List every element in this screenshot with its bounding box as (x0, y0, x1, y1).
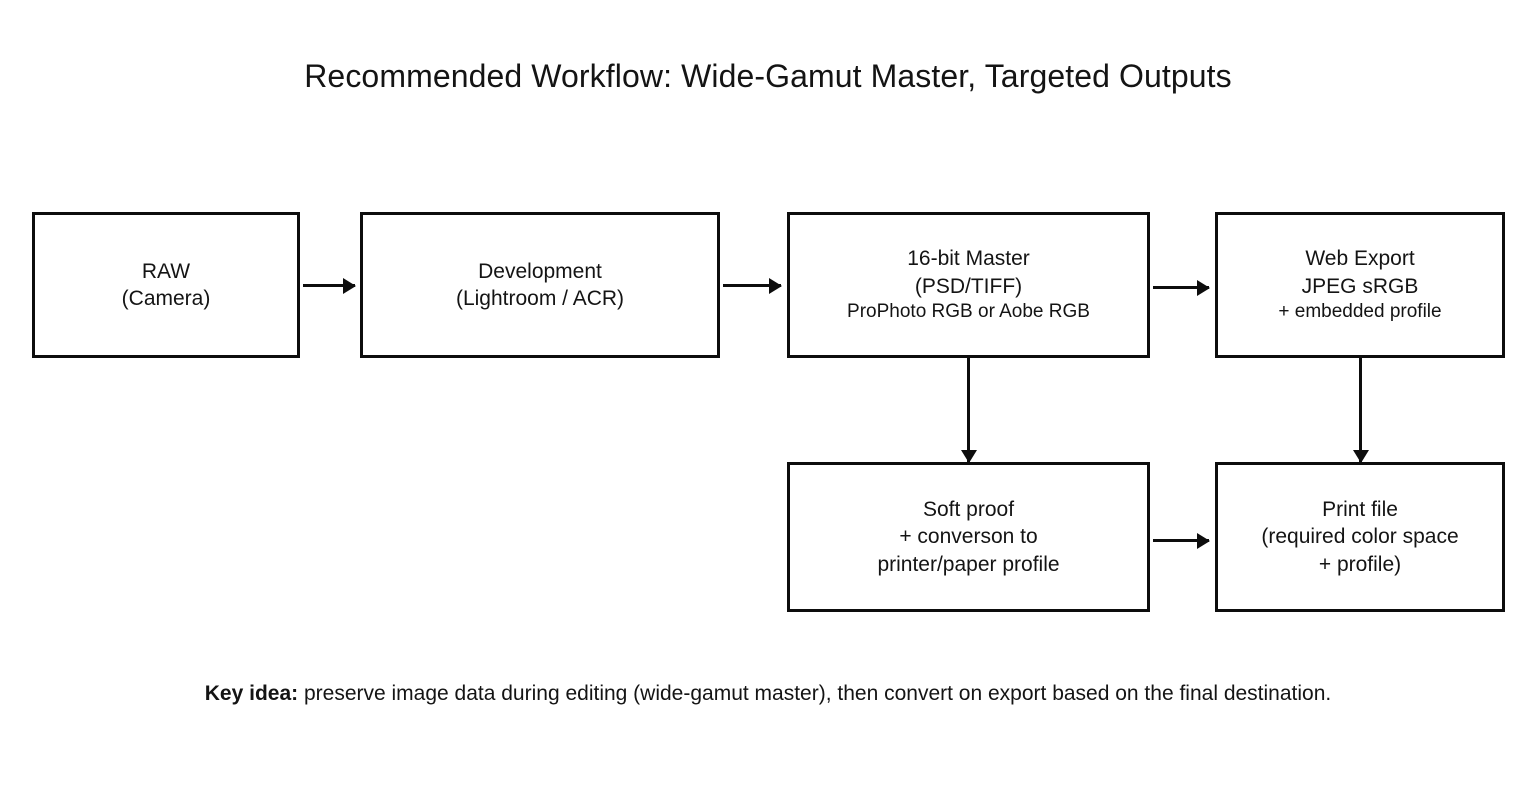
key-idea-caption: Key idea: preserve image data during edi… (118, 674, 1418, 715)
arrow-head-down-icon (1352, 450, 1369, 463)
key-idea-text: preserve image data during editing (wide… (298, 682, 1332, 705)
flow-node-web-export: Web Export JPEG sRGB + embedded profile (1215, 212, 1505, 358)
arrow-web-export-to-print-file (1352, 358, 1369, 463)
flow-node-web-export-line-2: JPEG sRGB (1301, 274, 1419, 298)
flow-node-master: 16-bit Master (PSD/TIFF) ProPhoto RGB or… (787, 212, 1150, 358)
arrow-raw-to-development (303, 277, 356, 294)
flow-node-soft-proof-line-2: + converson to (899, 525, 1038, 549)
arrow-soft-proof-to-print-file (1153, 532, 1210, 549)
flow-node-soft-proof-line-3: printer/paper profile (877, 552, 1060, 576)
arrow-development-to-master (723, 277, 782, 294)
arrow-head-right-icon (343, 277, 356, 294)
flow-node-print-file-line-3: + profile) (1318, 552, 1402, 576)
flow-node-web-export-line-3: + embedded profile (1278, 300, 1442, 322)
flow-node-master-line-3: ProPhoto RGB or Aobe RGB (847, 300, 1090, 322)
arrow-head-right-icon (1197, 532, 1210, 549)
flow-node-master-line-2: (PSD/TIFF) (914, 274, 1023, 298)
flow-node-raw-line-1: RAW (141, 259, 191, 283)
arrow-head-right-icon (1197, 279, 1210, 296)
key-idea-label: Key idea: (204, 682, 299, 705)
flow-node-raw: RAW (Camera) (32, 212, 300, 358)
arrow-head-down-icon (960, 450, 977, 463)
flow-node-print-file-line-2: (required color space (1261, 525, 1459, 549)
flow-node-soft-proof-line-1: Soft proof (922, 498, 1015, 522)
flow-node-development-line-1: Development (478, 259, 602, 283)
flow-node-web-export-line-1: Web Export (1305, 247, 1415, 271)
flow-node-development: Development (Lightroom / ACR) (360, 212, 720, 358)
arrow-master-to-web-export (1153, 279, 1210, 296)
flow-node-print-file: Print file (required color space + profi… (1215, 462, 1505, 612)
flow-node-raw-line-2: (Camera) (121, 287, 211, 310)
arrow-head-right-icon (769, 277, 782, 294)
flow-node-print-file-line-1: Print file (1322, 498, 1398, 522)
flow-node-soft-proof: Soft proof + converson to printer/paper … (787, 462, 1150, 612)
arrow-master-to-soft-proof (960, 358, 977, 463)
flow-node-development-line-2: (Lightroom / ACR) (455, 287, 625, 310)
page-title: Recommended Workflow: Wide-Gamut Master,… (304, 58, 1232, 94)
flow-node-master-line-1: 16-bit Master (907, 247, 1030, 271)
